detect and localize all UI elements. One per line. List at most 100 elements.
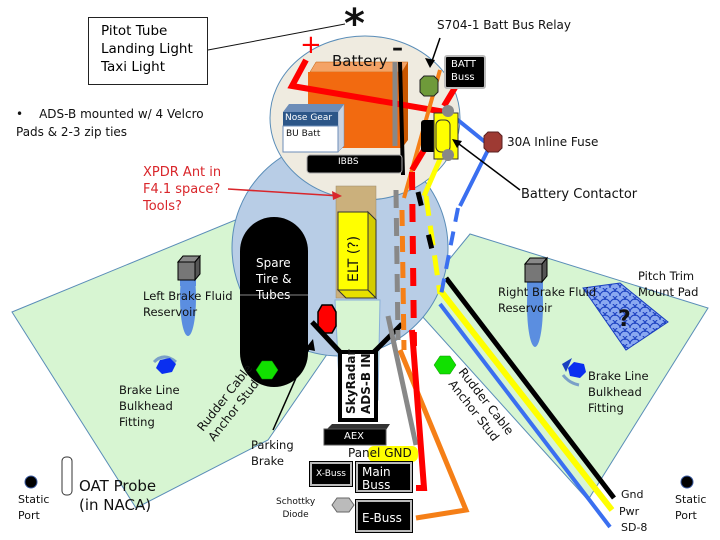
blue-wire-diag [458, 145, 492, 207]
orange-wire-dashed [399, 209, 407, 351]
left-static-port [24, 475, 38, 489]
blue-wire [438, 302, 612, 529]
relay-label: S704-1 Batt Bus Relay [437, 18, 571, 32]
pitch-trim-line-1: Pitch Trim [638, 269, 695, 283]
orange-wire-to-ebuss [397, 349, 470, 521]
left-brake-reservoir [176, 254, 202, 336]
spare-tire [240, 217, 308, 387]
right-reservoir-line-2: Reservoir [498, 301, 553, 315]
right-reservoir-line-1: Right Brake Fluid [498, 285, 597, 299]
left-static-line-2: Port [18, 509, 40, 522]
batt-bus-relay [419, 75, 439, 97]
left-brake-bulkhead-fitting [152, 355, 177, 374]
contactor-arrowhead [452, 139, 462, 148]
xpdr-line-2: F4.1 space? [143, 182, 221, 197]
battery-minus: – [392, 36, 403, 61]
pitch-trim-label: Pitch Trim Mount Pad [638, 268, 698, 300]
callout-box: Pitot Tube Landing Light Taxi Light [88, 17, 208, 85]
ibbs-box [306, 154, 403, 174]
right-static-line-2: Port [675, 509, 697, 522]
parking-brake-label: Parking Brake [251, 437, 294, 469]
main-buss-box: Main Buss [356, 462, 412, 492]
gnd-label: Gnd [621, 488, 644, 501]
parking-line-2: Brake [251, 454, 284, 468]
oat-probe-label: OAT Probe (in NACA) [79, 477, 156, 515]
black-wire [444, 276, 616, 500]
oat-line-1: OAT Probe [79, 477, 157, 495]
oat-probe [61, 456, 73, 496]
right-rudder-anchor-stud [433, 355, 457, 375]
left-brake-line-label: Brake Line Bulkhead Fitting [119, 382, 180, 430]
yellow-wire [437, 288, 615, 512]
parking-brake-arrow [272, 343, 312, 431]
parking-line-1: Parking [251, 438, 294, 452]
right-brake-line-2: Bulkhead [588, 385, 642, 399]
schottky-label: Schottky Diode [276, 496, 315, 522]
skyradar-strap-right [372, 322, 404, 354]
right-brake-reservoir [523, 256, 549, 347]
left-reservoir-line-1: Left Brake Fluid [143, 289, 233, 303]
elt-box [336, 210, 378, 300]
right-static-label: Static Port [675, 492, 706, 524]
skyradar-box [338, 350, 378, 422]
schottky-line-1: Schottky [276, 497, 316, 507]
contactor-terminal-top [442, 105, 454, 117]
xpdr-arrow [227, 188, 341, 197]
spare-line-2: Tire & [256, 272, 292, 286]
left-brake-line-3: Fitting [119, 415, 155, 429]
fuse-label: 30A Inline Fuse [507, 135, 599, 149]
skyradar-label-1: SkyRadar [344, 350, 358, 414]
spare-line-3: Tubes [256, 288, 291, 302]
battery-plus: + [300, 30, 322, 60]
relay-arrowhead [425, 58, 435, 68]
note-line-2: Pads & 2-3 zip ties [16, 125, 128, 139]
pwr-label: Pwr [619, 505, 640, 518]
red-wire-dashed [409, 171, 417, 347]
note-line-1: ADS-B mounted w/ 4 Velcro [39, 107, 204, 121]
e-buss-box: E-Buss [356, 500, 412, 532]
left-brake-line-2: Bulkhead [119, 399, 173, 413]
e-buss-label: E-Buss [362, 511, 402, 525]
skyradar-label-2: ADS-B IN [359, 353, 373, 414]
x-buss-box: X-Buss [310, 462, 352, 486]
batt-buss-box [444, 55, 486, 89]
contactor-terminal-bottom [442, 149, 454, 161]
skyradar-strap-left [310, 320, 342, 354]
batt-buss-label-2: Buss [451, 72, 475, 83]
xpdr-arrowhead [332, 191, 342, 200]
main-buss-line-2: Buss [362, 478, 391, 492]
parking-brake-arrowhead [305, 339, 315, 351]
left-reservoir-line-2: Reservoir [143, 305, 198, 319]
bu-batt-label: BU Batt [286, 129, 321, 139]
nose-gear-label: Nose Gear [285, 113, 333, 123]
sd8-label: SD-8 [621, 521, 648, 534]
panel-gnd-label: Panel GND [348, 446, 412, 460]
panel-gnd-highlight [368, 446, 418, 462]
asterisk-marker: * [344, 1, 365, 47]
oat-line-2: (in NACA) [79, 496, 152, 514]
left-static-label: Static Port [18, 492, 49, 524]
left-static-line-1: Static [18, 493, 50, 506]
aex-box [323, 424, 390, 446]
batt-buss-label-1: BATT [451, 59, 476, 70]
callout-line-pitot: Pitot Tube [101, 23, 168, 39]
xpdr-note: XPDR Ant in F4.1 space? Tools? [143, 164, 221, 215]
right-brake-line-label: Brake Line Bulkhead Fitting [588, 368, 649, 416]
contactor-arrow [454, 140, 521, 191]
right-brake-line-3: Fitting [588, 401, 624, 415]
schottky-line-2: Diode [282, 510, 309, 520]
spare-line-1: Spare [256, 256, 291, 270]
blue-wire-dashed [438, 207, 460, 301]
right-brake-line-1: Brake Line [588, 369, 649, 383]
schottky-diode [331, 497, 355, 513]
gray-wire-dashed [393, 189, 401, 341]
elt-label: ELT (?) [346, 236, 362, 282]
black-wire-dashed [415, 191, 439, 267]
left-reservoir-label: Left Brake Fluid Reservoir [143, 288, 233, 320]
pitch-trim-pad [582, 282, 669, 351]
left-brake-line-1: Brake Line [119, 383, 180, 397]
gray-wire [385, 315, 419, 446]
xpdr-line-1: XPDR Ant in [143, 165, 222, 180]
